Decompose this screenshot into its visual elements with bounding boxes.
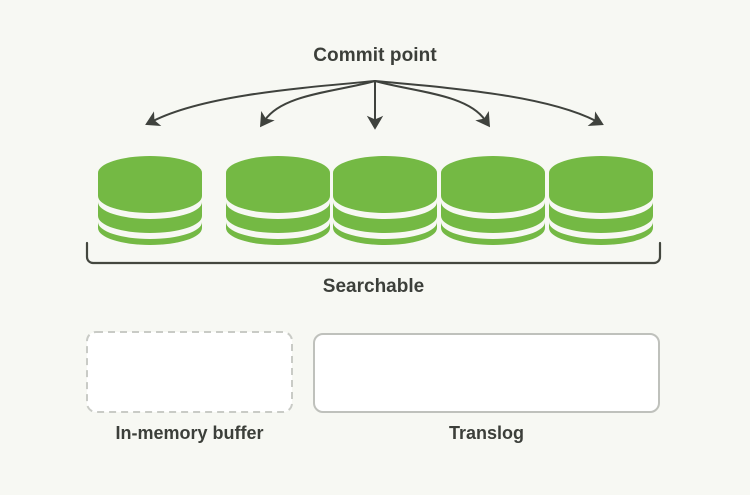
segment-2-shard (226, 156, 330, 245)
segment-1-shard (98, 156, 202, 245)
arrow-to-segment-4 (374, 80, 491, 128)
segment-5-shard (549, 156, 653, 245)
commit-point-title: Commit point (313, 45, 437, 66)
segment-4-shard (441, 156, 545, 245)
searchable-label: Searchable (322, 276, 425, 297)
segment-3-shard (333, 156, 437, 245)
segment-shards (98, 156, 653, 245)
searchable-bracket (85, 241, 662, 265)
in-memory-buffer-label: In-memory buffer (115, 423, 264, 443)
arrow-to-segment-2 (259, 80, 376, 128)
translog-box (313, 333, 660, 413)
translog-label: Translog (448, 423, 524, 443)
commit-point-arrows (145, 80, 604, 130)
arrow-to-segment-5 (374, 80, 604, 126)
in-memory-buffer-box (86, 331, 293, 413)
arrow-to-segment-1 (145, 80, 376, 127)
